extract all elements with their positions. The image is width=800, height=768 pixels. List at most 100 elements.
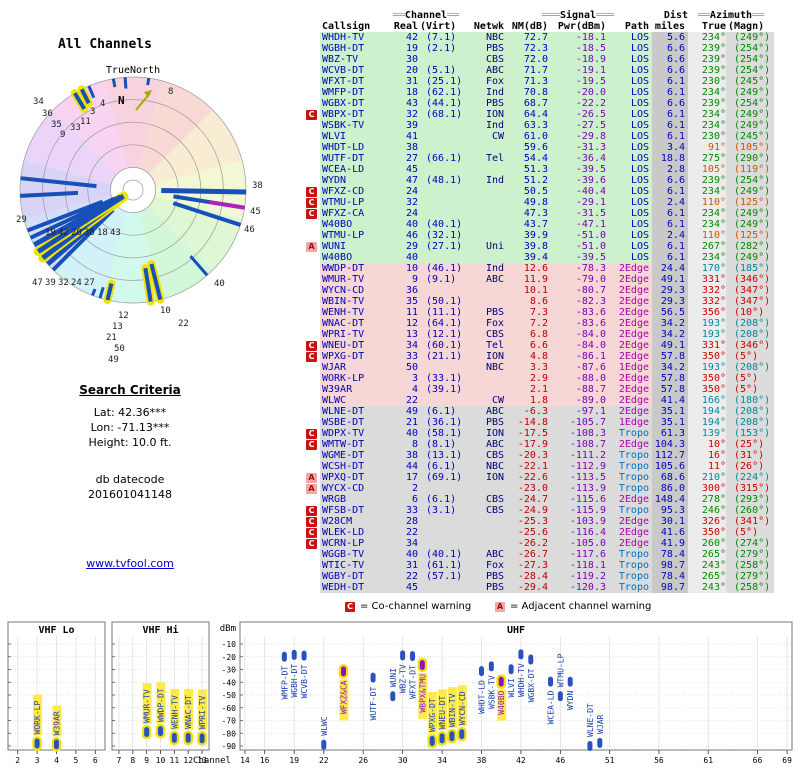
cell-network: ION [462,109,504,120]
cell-nm-db: -26.7 [504,549,548,560]
cell-azimuth-magnetic: (249°) [726,186,774,197]
co-channel-warning-badge: C [306,209,317,219]
cell-azimuth-true: 105° [688,164,726,175]
cell-azimuth-magnetic: (290°) [726,153,774,164]
cell-marker: C [306,197,320,208]
radar-signal-bar [123,77,128,89]
search-criteria: Search Criteria Lat: 42.36*** Lon: -71.1… [30,383,230,503]
station-signal-bar [54,739,59,750]
cell-marker: C [306,351,320,362]
cell-channel-virtual [418,197,462,208]
co-channel-warning-badge: C [306,341,317,351]
station-label: WGBH-DT [290,664,299,698]
cell-azimuth-magnetic: (26°) [726,461,774,472]
adjacent-channel-badge: A [495,601,505,612]
radar-channel-label: 38 [252,181,263,191]
cell-azimuth-magnetic: (346°) [726,274,774,285]
cell-marker [306,329,320,340]
cell-azimuth-true: 234° [688,32,726,43]
cell-channel-virtual: (58.1) [418,428,462,439]
cell-channel-virtual: (8.1) [418,439,462,450]
cell-miles: 104.3 [652,439,688,450]
cell-azimuth-magnetic: (208°) [726,362,774,373]
cell-channel-virtual: (12.1) [418,329,462,340]
cell-pwr-dbm: -29.1 [548,197,606,208]
cell-channel-virtual: (64.1) [418,318,462,329]
radar-channel-label: 8 [168,87,173,97]
radar-signal-bar [161,187,247,195]
cell-channel-virtual: (50.1) [418,296,462,307]
radar-channel-label: 27 [84,278,95,288]
station-marker: WFXT-DT [409,651,418,699]
cell-pwr-dbm: -83.6 [548,318,606,329]
cell-channel-real: 38 [390,142,418,153]
cell-azimuth-true: 170° [688,263,726,274]
cell-callsign: WLNE-DT [320,406,390,417]
cell-path: Tropo [606,505,652,516]
cell-marker [306,494,320,505]
radar-channel-label: 33 [70,123,81,133]
channel-tick-label: 34 [437,756,447,765]
channel-tick-label: 51 [605,756,615,765]
tvfool-link[interactable]: www.tvfool.com [86,557,174,570]
cell-azimuth-true: 194° [688,417,726,428]
station-label: WGBX-DT [527,668,536,702]
band-title: UHF [507,625,525,636]
station-label: WUNI [389,668,398,687]
station-label: WFXZ&CA [340,680,349,714]
cell-nm-db: 61.0 [504,131,548,142]
cell-network [462,252,504,263]
cell-network: Fox [462,318,504,329]
cell-network [462,164,504,175]
cell-path: Tropo [606,560,652,571]
cell-nm-db: -6.3 [504,406,548,417]
cell-azimuth-magnetic: (249°) [726,219,774,230]
cell-callsign: WPXG-DT [320,351,390,362]
radar-channel-label: 47 [32,278,43,288]
radar-signal-bar [51,208,115,272]
cell-callsign: WYCN-CD [320,285,390,296]
cell-channel-virtual: (48.1) [418,175,462,186]
cell-miles: 105.6 [652,461,688,472]
cell-azimuth-magnetic: (185°) [726,263,774,274]
dbm-tick-label: -80 [222,729,237,738]
cell-pwr-dbm: -51.0 [548,230,606,241]
cell-path: LOS [606,197,652,208]
station-marker: WYDN [566,676,575,710]
cell-channel-virtual [418,527,462,538]
radar-signal-bar [189,255,209,277]
cell-nm-db: -23.0 [504,483,548,494]
cell-channel-virtual [418,164,462,175]
radar-channel-label: 20 [71,228,82,238]
cell-azimuth-magnetic: (341°) [726,516,774,527]
channel-tick-label: 69 [782,756,792,765]
channel-table: ══Channel══ ═══Signal═══ Dist ══Azimuth═… [306,10,780,593]
radar-channel-label: 45 [250,207,261,217]
station-signal-bar [281,651,287,662]
station-signal-bar [370,672,376,683]
station-signal-bar [291,649,297,660]
cell-azimuth-true: 16° [688,450,726,461]
cell-channel-real: 43 [390,98,418,109]
radar-channel-label: 3 [90,107,95,117]
co-channel-warning-badge: C [306,187,317,197]
cell-nm-db: 54.4 [504,153,548,164]
cell-network: Ind [462,263,504,274]
cell-network: Tel [462,340,504,351]
cell-network [462,230,504,241]
cell-miles: 5.6 [652,32,688,43]
cell-pwr-dbm: -31.3 [548,142,606,153]
radar-signal-bar [98,286,105,299]
co-channel-warning-badge: C [306,517,317,527]
cell-pwr-dbm: -18.5 [548,43,606,54]
cell-channel-real: 17 [390,472,418,483]
cell-marker: A [306,483,320,494]
channel-tick-label: 5 [73,756,78,765]
cell-azimuth-true: 110° [688,197,726,208]
cell-azimuth-true: 110° [688,230,726,241]
